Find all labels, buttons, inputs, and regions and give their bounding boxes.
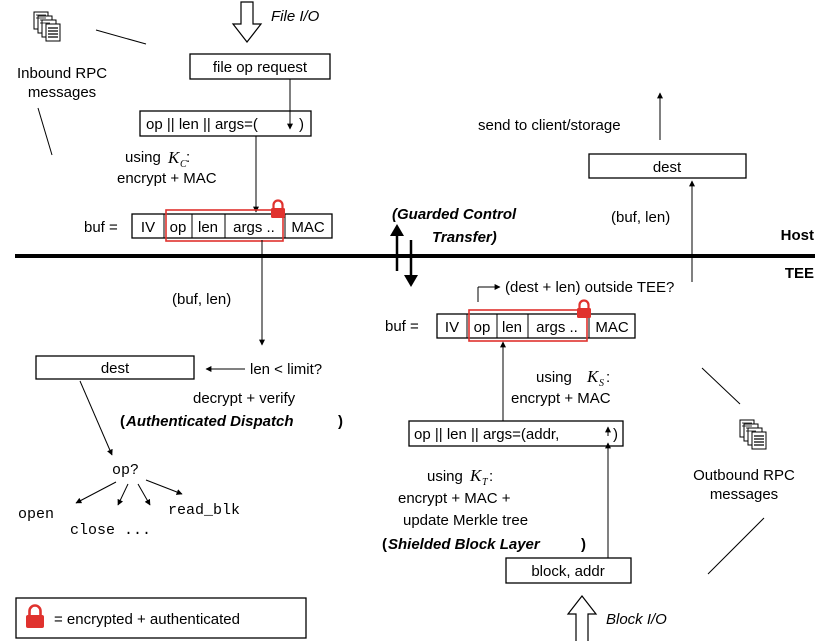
host-dest-text: dest — [653, 159, 682, 176]
legend-text: = encrypted + authenticated — [54, 611, 240, 628]
shielded-label: Shielded Block Layer — [388, 536, 541, 553]
key-t-subscript: T — [482, 477, 489, 488]
tee-buf-iv: IV — [445, 319, 459, 336]
outbound-rpc-line2: messages — [710, 486, 778, 503]
key-s-colon: : — [606, 369, 610, 386]
host-using-label: using — [125, 149, 161, 166]
block-addr-text: block, addr — [531, 563, 604, 580]
block-io-label: Block I/O — [606, 611, 667, 628]
host-args-text: op || len || args=( — [146, 116, 258, 133]
key-s-symbol: K — [586, 367, 600, 386]
tee-buf-mac: MAC — [595, 319, 629, 336]
outbound-message-stack-icon — [739, 419, 767, 450]
key-t-symbol: K — [469, 466, 483, 485]
tee-buf-op: op — [474, 319, 491, 336]
op-question: op? — [112, 462, 139, 479]
host-encrypted-region — [165, 209, 284, 242]
op-to-dots-arrow — [137, 483, 151, 506]
key-s-subscript: S — [599, 378, 604, 389]
file-op-request-box: file op request — [189, 53, 331, 80]
tee-buf-label: buf = — [385, 318, 419, 335]
tee-buf: IV op len args .. MAC — [436, 299, 636, 342]
lock-icon — [269, 199, 287, 220]
host-buf-args: args .. — [233, 219, 275, 236]
tee-buf-len: len — [502, 319, 522, 336]
op-open: open — [18, 506, 54, 523]
tee-buf-args: args .. — [536, 319, 578, 336]
tee-update-merkle: update Merkle tree — [403, 512, 528, 529]
auth-dispatch-close: ) — [338, 413, 343, 430]
auth-dispatch-open: ( — [120, 413, 125, 430]
key-c-subscript: C — [180, 159, 187, 170]
inbound-connector-line-2 — [37, 107, 53, 156]
op-to-readblk-arrow — [145, 479, 183, 495]
host-buf-label: buf = — [84, 219, 118, 236]
tee-args-text: op || len || args=(addr, — [414, 426, 559, 443]
op-read-blk: read_blk — [168, 502, 240, 519]
host-buf-len: len — [198, 219, 218, 236]
tee-using-s-label: using — [536, 369, 572, 386]
tee-args-end: ) — [613, 426, 618, 443]
host-buf-op: op — [170, 219, 187, 236]
inbound-rpc-line1: Inbound RPC — [17, 65, 107, 82]
tee-dest-text: dest — [101, 360, 130, 377]
host-label: Host — [781, 227, 814, 244]
block-addr-box: block, addr — [505, 557, 632, 584]
host-buf: IV op len args .. MAC — [131, 199, 333, 242]
auth-dispatch-label: Authenticated Dispatch — [125, 413, 294, 430]
inbound-rpc-line2: messages — [28, 84, 96, 101]
inbound-connector-line — [95, 29, 147, 45]
tee-buf-len-label: (buf, len) — [172, 291, 231, 308]
shielded-open: ( — [382, 536, 387, 553]
key-c-colon: : — [186, 149, 190, 166]
tee-using-t-label: using — [427, 468, 463, 485]
tee-args-box: op || len || args=(addr, ) — [408, 420, 624, 447]
key-t-colon: : — [489, 468, 493, 485]
tee-encrypted-region — [468, 309, 588, 342]
outbound-connector-line-2 — [707, 517, 765, 575]
file-op-request-text: file op request — [213, 59, 308, 76]
message-stack-icon — [33, 11, 61, 42]
host-buf-len-label: (buf, len) — [611, 209, 670, 226]
tee-encrypt-mac-plus: encrypt + MAC + — [398, 490, 511, 507]
guarded-line2: Transfer) — [432, 229, 497, 246]
host-buf-iv: IV — [141, 219, 155, 236]
host-encrypt-mac: encrypt + MAC — [117, 170, 217, 187]
tee-dest-box: dest — [35, 355, 195, 380]
file-io-label: File I/O — [271, 8, 320, 25]
key-c-symbol: K — [167, 148, 181, 167]
limit-check-label: len < limit? — [250, 361, 322, 378]
dest-to-op-arrow — [79, 380, 113, 456]
host-args-box: op || len || args=( ) — [139, 110, 312, 137]
host-dest-box: dest — [588, 153, 747, 179]
decrypt-verify-label: decrypt + verify — [193, 390, 296, 407]
file-io-arrow-icon — [231, 1, 263, 43]
legend-lock-icon — [26, 604, 44, 628]
outbound-connector-line — [701, 367, 741, 405]
host-args-end: ) — [299, 116, 304, 133]
tee-label: TEE — [785, 265, 814, 282]
send-to-label: send to client/storage — [478, 117, 621, 134]
op-to-open-arrow — [75, 481, 117, 504]
legend: = encrypted + authenticated — [15, 597, 307, 639]
dest-check-label: (dest + len) outside TEE? — [505, 279, 674, 296]
tee-lock-icon — [575, 299, 593, 320]
guarded-line1: (Guarded Control — [392, 206, 517, 223]
outbound-rpc-line1: Outbound RPC — [693, 467, 795, 484]
host-buf-mac: MAC — [291, 219, 325, 236]
tee-encrypt-mac: encrypt + MAC — [511, 390, 611, 407]
shielded-close: ) — [581, 536, 586, 553]
op-close: close ... — [70, 522, 151, 539]
block-io-arrow-icon — [566, 595, 598, 641]
bidirectional-arrow-icon — [390, 224, 418, 287]
op-to-close-arrow — [117, 483, 129, 506]
